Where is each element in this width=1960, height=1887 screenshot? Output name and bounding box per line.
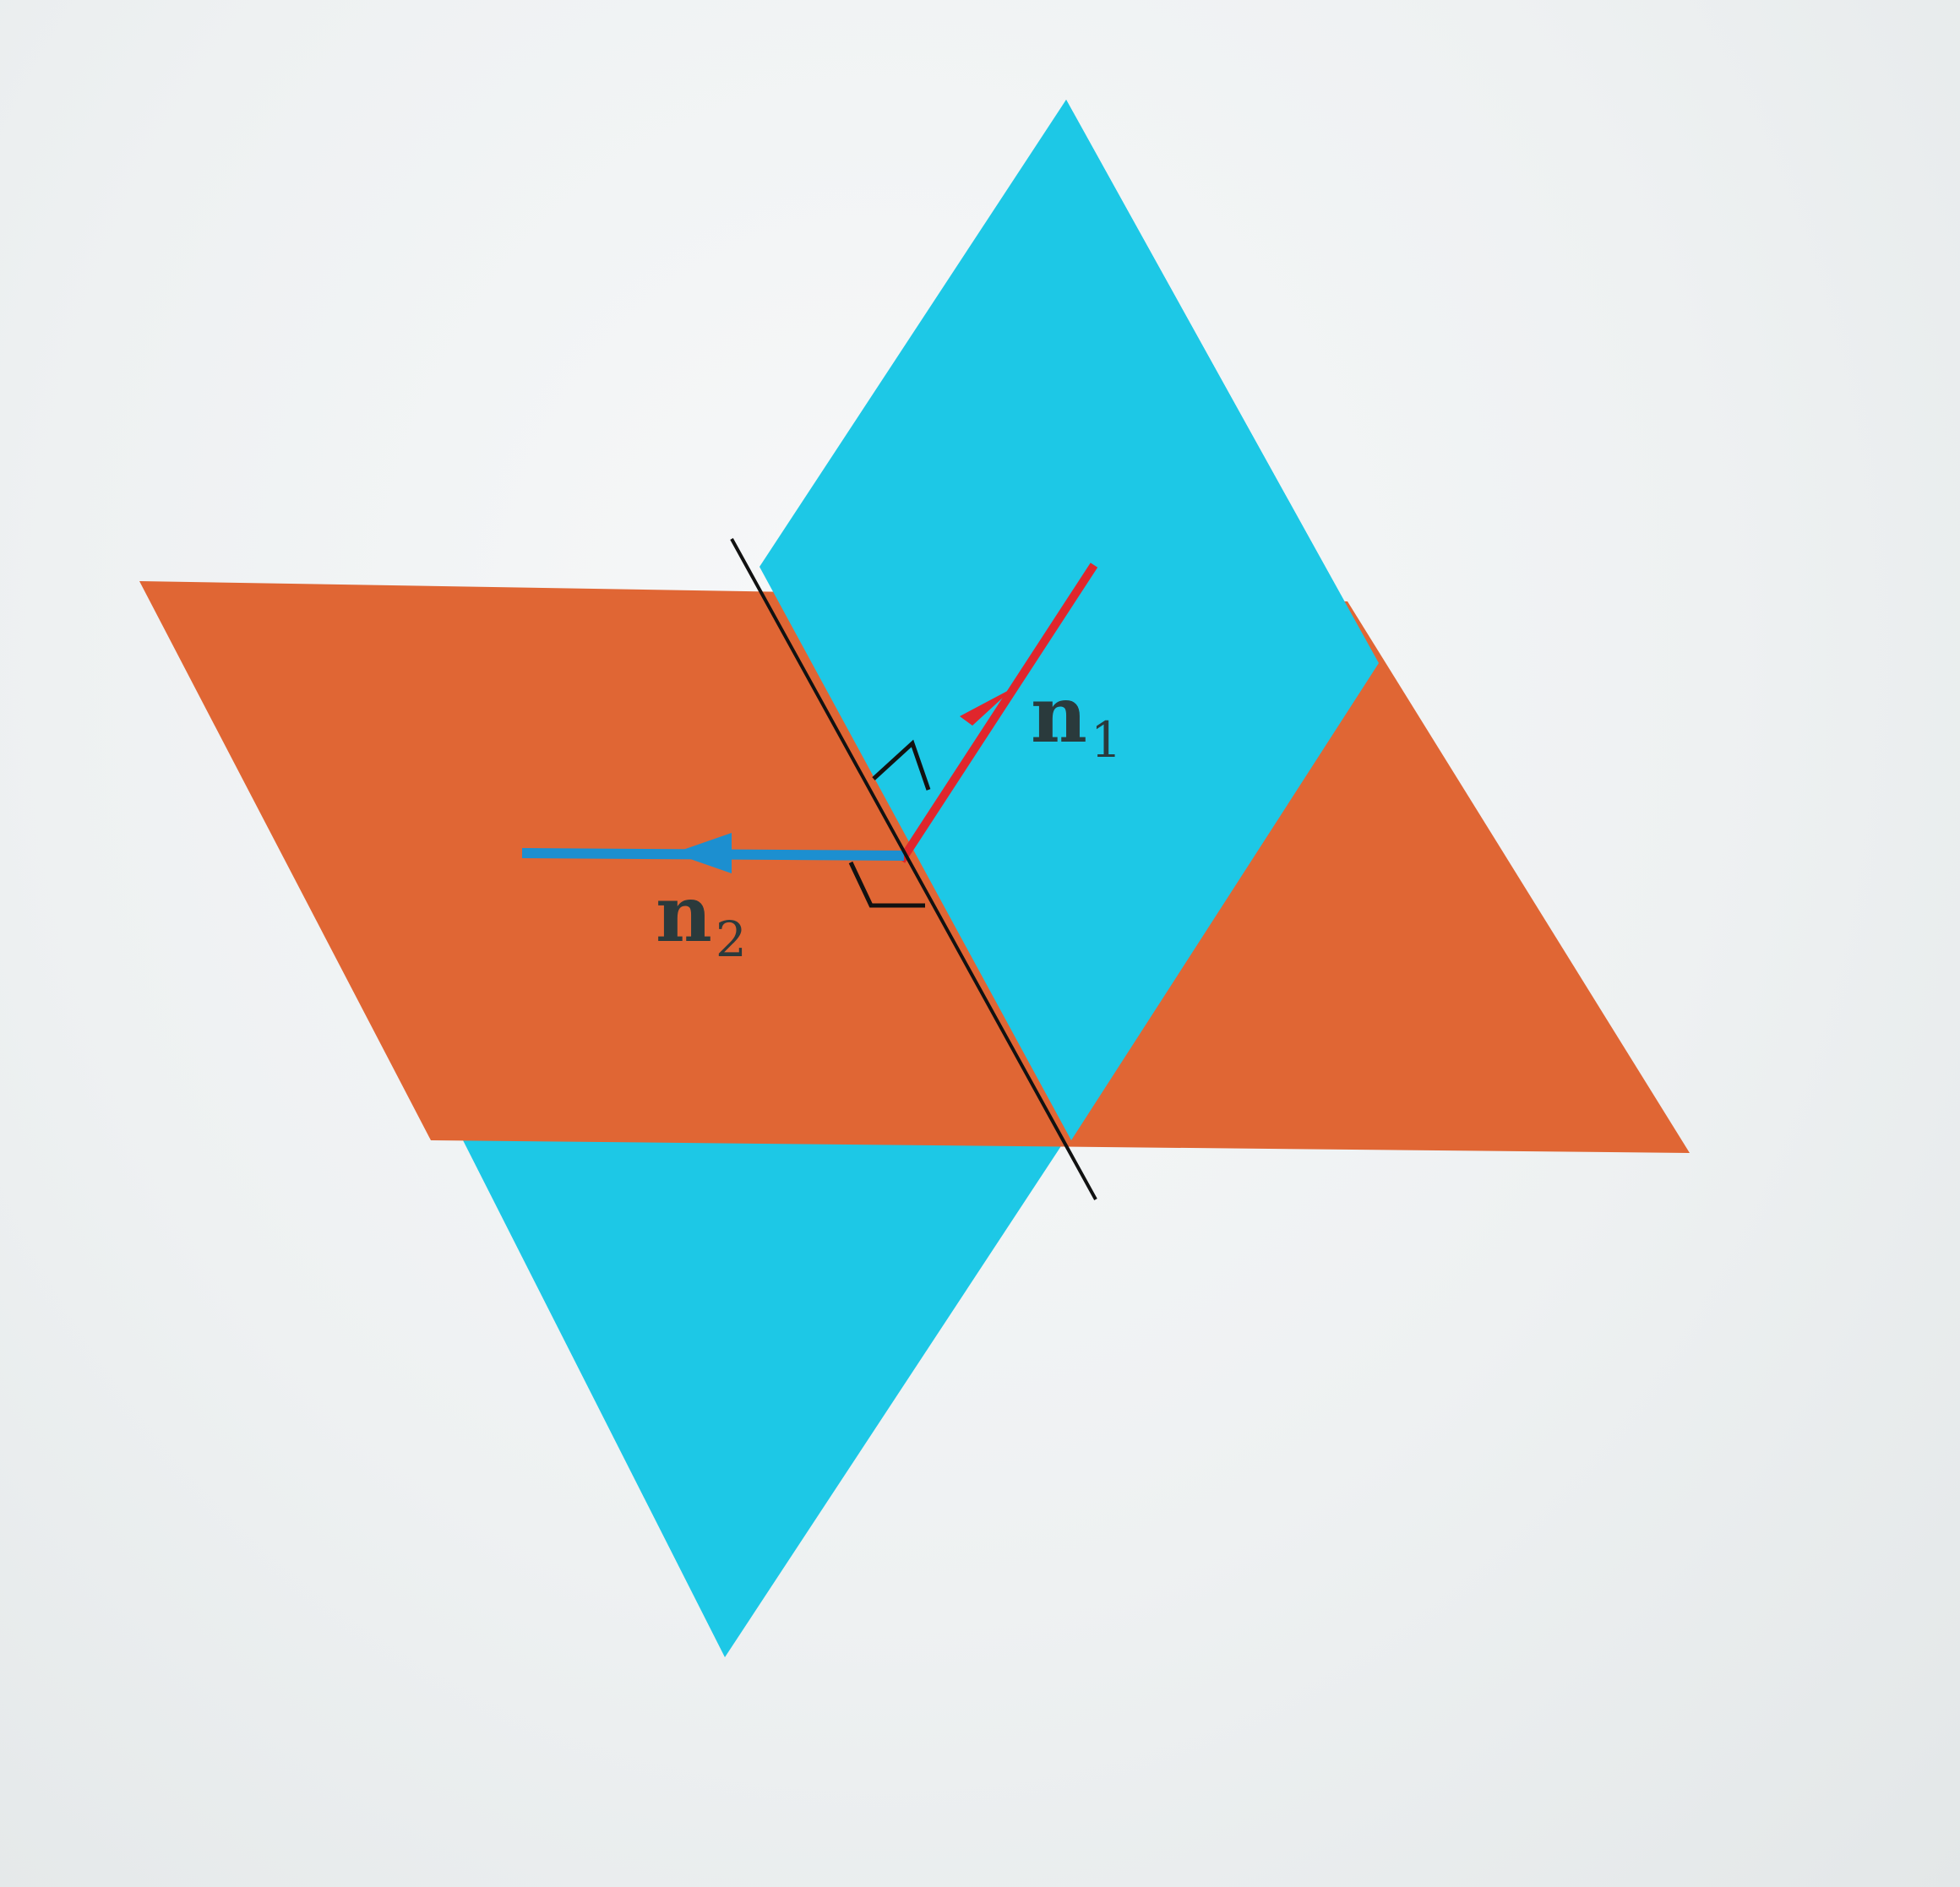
normal-vector-1 — [897, 563, 1098, 863]
plane-1-upper — [760, 100, 1379, 1140]
normal-2-label: n2 — [656, 868, 747, 968]
intersection-line — [730, 538, 1097, 1200]
normal-vector-2-arrowhead — [673, 833, 732, 873]
right-angle-marker-1 — [872, 739, 931, 791]
normal-vector-1-arrowhead — [960, 688, 1014, 726]
normal-1-label: n1 — [1031, 669, 1122, 769]
right-angle-marker-2 — [848, 861, 925, 908]
